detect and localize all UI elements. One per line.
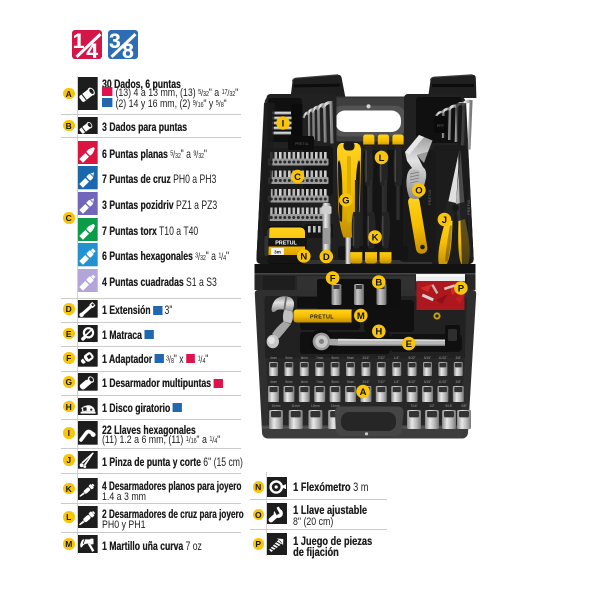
svg-text:I: I bbox=[282, 118, 285, 129]
svg-text:11/32": 11/32" bbox=[438, 380, 447, 384]
svg-text:1/4": 1/4" bbox=[394, 380, 400, 384]
svg-text:D: D bbox=[323, 252, 330, 263]
svg-text:3/16": 3/16" bbox=[362, 356, 369, 360]
svg-text:M: M bbox=[357, 311, 365, 322]
svg-text:PRETUL: PRETUL bbox=[295, 142, 309, 146]
svg-text:6mm: 6mm bbox=[301, 380, 308, 384]
svg-text:B: B bbox=[375, 277, 382, 288]
svg-text:3m: 3m bbox=[274, 249, 281, 254]
svg-text:3/16": 3/16" bbox=[362, 380, 369, 384]
svg-text:N: N bbox=[300, 251, 307, 262]
svg-text:9mm: 9mm bbox=[347, 380, 354, 384]
svg-text:PRETUL: PRETUL bbox=[310, 314, 334, 320]
svg-text:G: G bbox=[342, 195, 349, 206]
svg-text:A: A bbox=[360, 387, 367, 398]
svg-text:7/32": 7/32" bbox=[378, 356, 385, 360]
svg-text:9mm: 9mm bbox=[347, 356, 354, 360]
svg-text:PRETUL: PRETUL bbox=[275, 241, 297, 247]
svg-text:7/16": 7/16" bbox=[410, 404, 417, 408]
svg-text:C: C bbox=[294, 172, 301, 183]
svg-text:5mm: 5mm bbox=[285, 380, 292, 384]
svg-text:5/16": 5/16" bbox=[424, 356, 431, 360]
svg-text:7mm: 7mm bbox=[316, 380, 323, 384]
svg-text:PRETUL: PRETUL bbox=[466, 198, 471, 215]
svg-text:11mm: 11mm bbox=[291, 404, 300, 408]
svg-text:9/32": 9/32" bbox=[408, 356, 415, 360]
svg-text:8mm: 8mm bbox=[332, 380, 339, 384]
svg-text:H: H bbox=[375, 327, 382, 338]
svg-text:5mm: 5mm bbox=[285, 356, 292, 360]
svg-text:P: P bbox=[458, 283, 465, 294]
svg-text:10mm: 10mm bbox=[272, 404, 281, 408]
svg-text:12mm: 12mm bbox=[311, 404, 320, 408]
svg-text:5/8": 5/8" bbox=[461, 404, 467, 408]
svg-text:9/16": 9/16" bbox=[445, 404, 452, 408]
svg-text:J: J bbox=[442, 215, 447, 226]
svg-text:K: K bbox=[372, 232, 379, 243]
svg-text:3/8": 3/8" bbox=[456, 356, 462, 360]
svg-text:4mm: 4mm bbox=[270, 356, 277, 360]
svg-text:3/8": 3/8" bbox=[456, 380, 462, 384]
svg-text:6mm: 6mm bbox=[301, 356, 308, 360]
svg-text:1/2": 1/2" bbox=[429, 404, 435, 408]
svg-text:7/32": 7/32" bbox=[378, 380, 385, 384]
svg-text:PRETUL: PRETUL bbox=[427, 188, 432, 205]
svg-text:11/32": 11/32" bbox=[438, 356, 447, 360]
svg-text:8mm: 8mm bbox=[332, 356, 339, 360]
svg-text:PRT: PRT bbox=[437, 124, 445, 128]
svg-text:9/32": 9/32" bbox=[408, 380, 415, 384]
svg-text:E: E bbox=[406, 339, 412, 350]
svg-text:13mm: 13mm bbox=[331, 404, 340, 408]
svg-text:5/16": 5/16" bbox=[424, 380, 431, 384]
svg-text:F: F bbox=[330, 273, 336, 284]
svg-text:1/4": 1/4" bbox=[394, 356, 400, 360]
svg-text:L: L bbox=[379, 153, 385, 164]
svg-text:4mm: 4mm bbox=[270, 380, 277, 384]
svg-text:O: O bbox=[415, 185, 422, 196]
svg-text:7mm: 7mm bbox=[316, 356, 323, 360]
